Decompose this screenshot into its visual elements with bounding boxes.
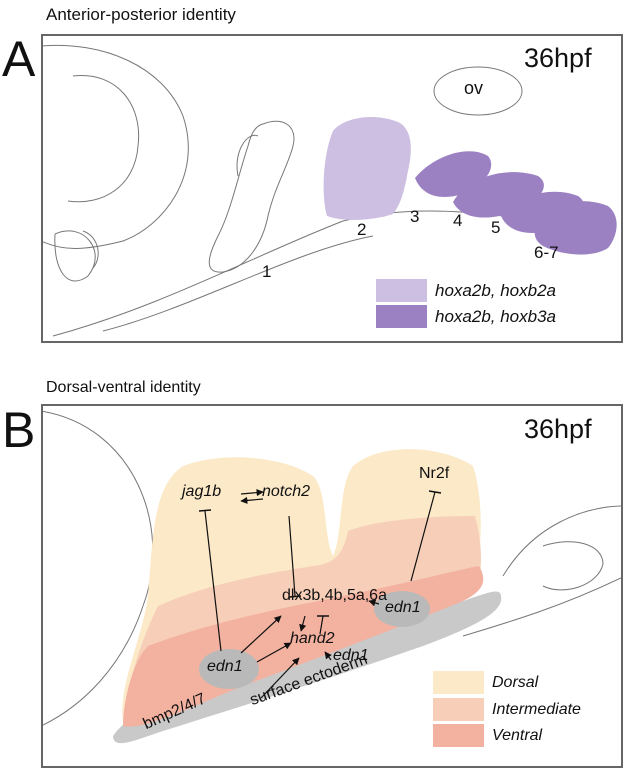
ov-label: ov	[464, 78, 484, 98]
panel-b-stage: 36hpf	[524, 414, 592, 444]
label-dlx: dlx3b,4b,5a,6a	[282, 587, 387, 604]
panel-b-legend-row-2: Intermediate	[433, 698, 581, 721]
panel-a-legend-row-2: hoxa2b, hoxb3a	[376, 305, 556, 328]
body-outline	[52, 210, 504, 337]
panel-b-frame	[41, 404, 623, 768]
legend-swatch-dorsal	[433, 671, 484, 694]
surface-ectoderm-shape	[113, 591, 502, 744]
arch2-shape	[323, 116, 411, 220]
panel-a-stage: 36hpf	[524, 43, 592, 73]
arch1-outline	[208, 120, 295, 273]
panel-a-heading: Anterior-posterior identity	[46, 5, 236, 24]
legend-text-ventral: Ventral	[492, 726, 543, 744]
edn1-jag1b-inhibit	[204, 510, 222, 652]
jag1b-notch2-arrows	[240, 489, 264, 497]
posterior-outline-b	[502, 505, 621, 577]
legend-swatch-ventral	[433, 724, 484, 747]
posterior-outline-b2	[462, 577, 621, 637]
legend-text-intermediate: Intermediate	[492, 700, 581, 718]
lower-jaw-inner	[82, 230, 99, 269]
body-outline-2	[102, 235, 374, 332]
panel-b-legend-row-1: Dorsal	[433, 671, 538, 694]
dlx-hand2-arrow	[299, 615, 307, 632]
posterior-pouch	[542, 541, 604, 591]
label-edn1-small: edn1	[333, 647, 369, 664]
legend-swatch-light-purple	[376, 279, 427, 302]
lower-jaw-outline	[54, 230, 96, 282]
legend-swatch-dark-purple	[376, 305, 427, 328]
edn1right-dlx-arrow	[368, 599, 380, 607]
eye-outline	[67, 75, 140, 203]
edn1-blob-right	[374, 591, 430, 627]
hand2-dlx-inhibit	[319, 615, 324, 635]
edn1-hand2-arrow	[256, 642, 292, 663]
edn1small-hand2-arrow	[324, 651, 332, 661]
arch-label-1: 1	[262, 262, 272, 281]
arch-label-5: 5	[491, 218, 501, 237]
arch-label-4: 4	[453, 211, 463, 230]
label-edn1-right: edn1	[385, 599, 421, 616]
edn1-blob-left	[199, 649, 259, 689]
otic-vesicle	[433, 66, 523, 116]
panel-b-drawing	[43, 410, 621, 744]
panel-a-legend-row-1: hoxa2b, hoxb2a	[376, 279, 556, 302]
arch1-inner	[236, 134, 259, 177]
legend-text-hoxb2a: hoxa2b, hoxb2a	[435, 280, 556, 300]
head-outline	[43, 44, 189, 249]
arch-label-67: 6-7	[534, 243, 559, 262]
nr2f-inhibit	[410, 491, 436, 582]
notch2-dlx-inhibit	[288, 515, 296, 597]
label-hand2: hand2	[290, 630, 335, 647]
label-notch2: notch2	[262, 483, 311, 500]
arch-label-2: 2	[357, 220, 367, 239]
panel-b-heading: Dorsal-ventral identity	[46, 379, 201, 396]
legend-swatch-intermediate	[433, 698, 484, 721]
panel-b-legend-row-3: Ventral	[433, 724, 542, 747]
panel-b-letter: B	[2, 402, 36, 458]
head-outline-b	[43, 410, 154, 726]
panel-a-letter: A	[2, 31, 36, 87]
legend-text-dorsal: Dorsal	[492, 673, 539, 691]
edn1-dlx-arrow	[240, 615, 282, 654]
arch67-shape	[534, 201, 617, 255]
legend-text-hoxb3a: hoxa2b, hoxb3a	[435, 306, 556, 326]
bmp-hand2-arrow	[260, 657, 300, 699]
label-nr2f: Nr2f	[419, 465, 450, 482]
panel-a-drawing	[43, 44, 617, 337]
label-jag1b: jag1b	[182, 483, 222, 500]
arch-label-3: 3	[410, 207, 420, 226]
panel-a-frame	[41, 34, 623, 343]
label-edn1-left: edn1	[207, 658, 243, 675]
